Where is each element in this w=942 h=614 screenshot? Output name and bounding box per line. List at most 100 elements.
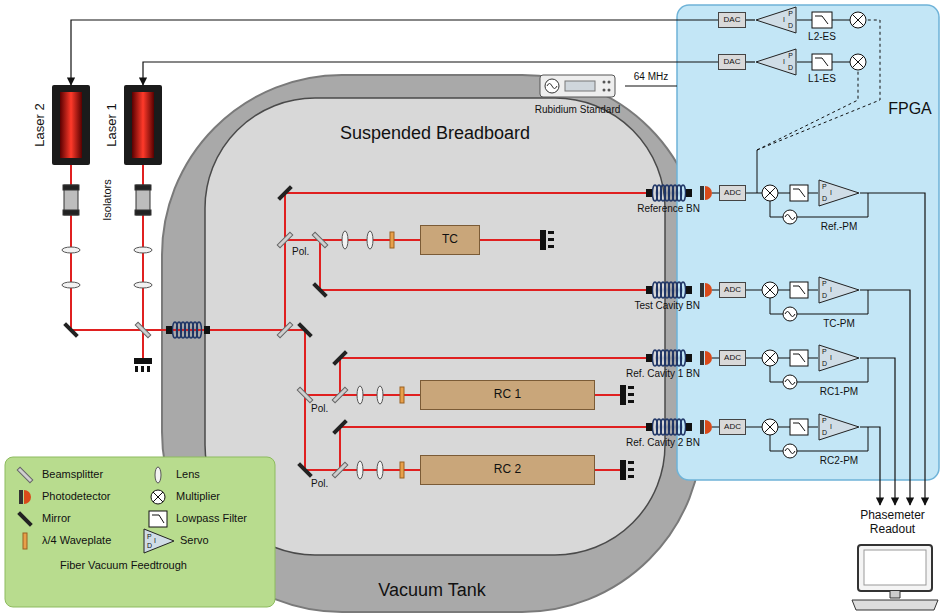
photodetector — [705, 420, 712, 434]
node-label: RC 2 — [494, 463, 521, 477]
laser-beam — [480, 239, 540, 241]
signal-wire — [860, 358, 895, 505]
isolator — [63, 185, 79, 190]
part-label: Test Cavity BN — [634, 300, 700, 312]
rubidium-icon — [608, 89, 611, 92]
adc-block: ADC — [719, 282, 746, 298]
node-label: ADC — [724, 188, 741, 197]
fpga-logic — [746, 12, 880, 458]
fiber-connector — [686, 423, 692, 431]
legend-box — [5, 457, 275, 607]
node-label: Vacuum Tank — [378, 580, 485, 601]
node-label: FPGA — [888, 100, 932, 118]
lens — [342, 231, 348, 249]
beam-dump — [147, 366, 150, 372]
lens — [377, 386, 383, 404]
servo-letter: I — [830, 286, 832, 293]
beam-dump — [540, 230, 546, 250]
pid-servo: PID — [818, 413, 860, 441]
part-label: TC-PM — [823, 318, 855, 330]
beam-dump — [135, 366, 138, 372]
legend-text: Mirror — [42, 512, 71, 525]
pid-servo: PID — [755, 6, 797, 34]
beamsplitter — [332, 462, 348, 478]
fiber-connector — [686, 286, 692, 294]
rubidium-icon — [603, 81, 606, 84]
servo-letter: I — [830, 423, 832, 430]
pid-servo: PID — [755, 48, 797, 76]
signal-wire — [712, 358, 719, 359]
multiplier-symbol — [764, 187, 775, 198]
oscillator-symbol — [783, 307, 797, 321]
fpga-logic — [852, 14, 863, 67]
photodetector — [700, 283, 704, 297]
laser-beam — [285, 239, 420, 241]
beam-dump — [548, 245, 554, 248]
laser-beam — [595, 469, 620, 471]
fiber-coil — [681, 419, 686, 435]
legend-icon — [144, 529, 174, 553]
legend-icon — [153, 492, 163, 502]
servo-letter: D — [788, 22, 793, 29]
oscillator-symbol — [785, 215, 795, 220]
servo-letter: P — [147, 533, 152, 540]
dac-block: DAC — [718, 54, 746, 70]
part-label: L2-ES — [808, 31, 836, 43]
lens — [367, 231, 373, 249]
laser-beam — [285, 330, 420, 470]
beam-dump — [134, 358, 152, 364]
rubidium-standard: Rubidium Standard — [530, 72, 625, 115]
reference-cavity: RC 2 — [420, 455, 595, 485]
node-label: DAC — [724, 57, 741, 66]
legend-text: λ/4 Waveplate — [42, 534, 111, 547]
servo-letter: I — [830, 189, 832, 196]
part-label: Reference BN — [637, 203, 700, 215]
laser-body — [52, 85, 162, 165]
signal-label: 64 MHz — [634, 71, 668, 83]
reference-cavity: RC 1 — [420, 380, 595, 410]
servo-letter: D — [822, 360, 827, 367]
servo-triangle — [819, 180, 859, 206]
rubidium-icon — [540, 75, 615, 97]
photodetector — [705, 283, 712, 297]
oscillator-symbol — [783, 444, 797, 458]
legend-text: Multiplier — [176, 490, 220, 503]
servo-triangle — [756, 7, 796, 33]
computer-monitor — [852, 600, 938, 610]
beam-dump — [141, 366, 144, 372]
part-label: RC2-PM — [820, 455, 858, 467]
signal-wire — [712, 193, 719, 194]
beamsplitter — [135, 322, 151, 338]
isolator — [63, 210, 79, 215]
fiber-connector — [646, 423, 652, 431]
beamsplitter — [135, 232, 348, 478]
legend-icon — [152, 515, 164, 523]
node-label: Laser 1 — [105, 103, 120, 146]
legend-text: Lowpass Filter — [176, 512, 247, 525]
waveplate — [400, 387, 404, 403]
signal-wire — [746, 19, 755, 20]
fiber-connector — [204, 326, 210, 334]
mirror — [332, 350, 348, 366]
photodetector — [700, 420, 704, 434]
photodetector — [700, 351, 704, 365]
servo-letter: D — [147, 542, 152, 549]
servo-letter: D — [822, 292, 827, 299]
rubidium-icon — [547, 84, 557, 89]
servo-letter: P — [822, 280, 827, 287]
fiber-coil — [681, 282, 686, 298]
beam-dump — [628, 386, 634, 389]
oscillator-symbol — [785, 312, 795, 317]
mirror — [297, 322, 313, 338]
node-label: Phasemeter Readout — [845, 509, 940, 537]
legend-icon — [149, 511, 167, 527]
photodetector — [705, 186, 712, 200]
multiplier-symbol — [762, 419, 778, 435]
lowpass-filter — [790, 185, 808, 201]
fpga-logic — [757, 150, 758, 193]
beamsplitter — [297, 387, 313, 403]
lens — [62, 247, 80, 253]
beamsplitter — [277, 232, 293, 248]
